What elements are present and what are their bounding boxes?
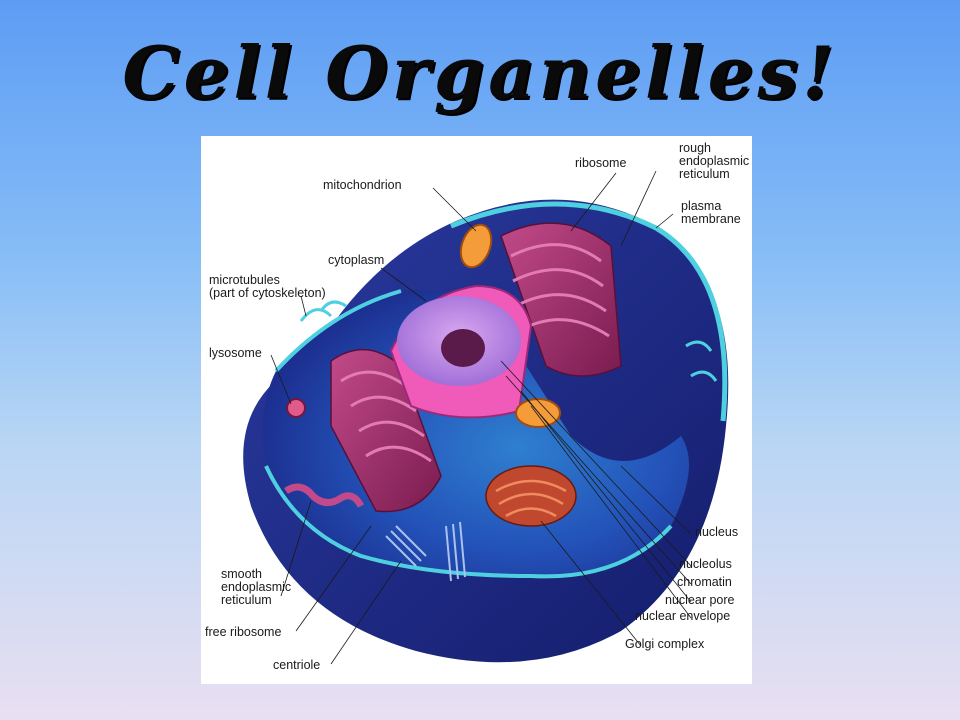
- label-cytoplasm: cytoplasm: [328, 253, 385, 267]
- label-lysosome: lysosome: [209, 346, 262, 360]
- label-microtubules: microtubules (part of cytoskeleton): [209, 273, 326, 300]
- cell-illustration: [243, 170, 729, 665]
- label-ribosome: ribosome: [575, 156, 627, 170]
- smooth-er-graphic: [284, 483, 365, 508]
- label-mitochondrion: mitochondrion: [323, 178, 402, 192]
- golgi-graphic: [485, 465, 577, 527]
- nucleus-graphic: [389, 284, 533, 419]
- label-rough-er: rough endoplasmic reticulum: [679, 141, 750, 181]
- centriole-graphic: [385, 521, 466, 582]
- label-nuclear-pore: nuclear pore: [665, 593, 735, 607]
- nucleolus-graphic: [441, 329, 485, 367]
- label-nuclear-envelope: nuclear envelope: [635, 609, 731, 623]
- label-nucleus: nucleus: [695, 525, 739, 539]
- cell-diagram: ribosome rough endoplasmic reticulum mit…: [201, 136, 752, 684]
- lysosome-graphic: [286, 398, 306, 418]
- label-centriole: centriole: [273, 658, 321, 672]
- slide-title: Cell Organelles!: [122, 30, 838, 115]
- label-nucleolus: nucleolus: [679, 557, 732, 571]
- label-golgi-complex: Golgi complex: [625, 637, 705, 651]
- leader-lines: [270, 170, 692, 665]
- microtubules-graphic: [299, 300, 718, 382]
- mitochondrion-graphic: [459, 223, 561, 428]
- label-plasma-membrane: plasma membrane: [681, 199, 741, 226]
- label-smooth-er: smooth endoplasmic reticulum: [221, 567, 292, 607]
- rough-er-left: [330, 349, 442, 513]
- label-chromatin: chromatin: [677, 575, 732, 589]
- label-free-ribosome: free ribosome: [205, 625, 282, 639]
- rough-er-top: [500, 222, 622, 377]
